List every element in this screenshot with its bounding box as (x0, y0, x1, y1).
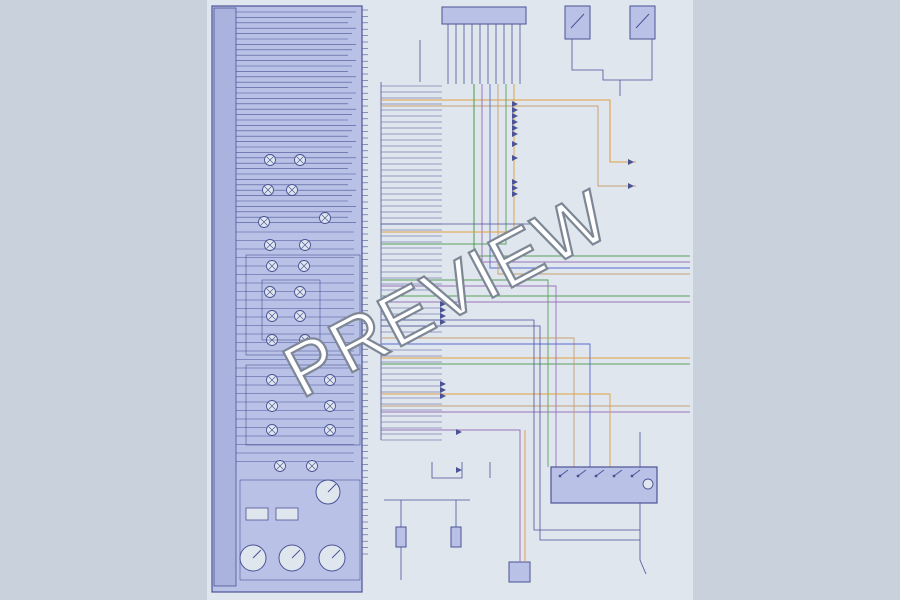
arrow-connector-icon (440, 301, 446, 307)
indicator-lamp-icon (299, 239, 311, 251)
gauges (239, 479, 361, 581)
arrow-connector-icon (512, 185, 518, 191)
indicator-lamp-icon (294, 286, 306, 298)
wire (497, 84, 690, 275)
module-connector (441, 6, 527, 84)
arrow-connector-icon (440, 319, 446, 325)
cluster-pin-column (362, 9, 368, 555)
arrow-connector-icon (456, 429, 462, 435)
arrow-connector-icon (628, 183, 634, 189)
round-gauge-icon (278, 544, 306, 572)
wire-orange (381, 99, 636, 163)
lamp-group-frame (261, 279, 321, 341)
indicator-lamp-icon (319, 212, 331, 224)
wire (381, 337, 575, 467)
arrow-connector-icon (512, 131, 518, 137)
wire (381, 325, 640, 541)
switch-icon (612, 469, 623, 478)
round-gauge-icon (318, 544, 346, 572)
round-gauge-icon (315, 479, 341, 505)
arrow-connector-icon (512, 113, 518, 119)
instrument-cluster (211, 5, 363, 593)
switch-icon (630, 469, 641, 478)
switch-icon (629, 5, 656, 40)
indicator-lamp-icon (264, 154, 276, 166)
wire (381, 105, 636, 187)
indicator-lamp-icon (294, 310, 306, 322)
arrow-connector-icon (456, 467, 462, 473)
resistor-icon (245, 507, 269, 521)
indicator-lamp-icon (266, 424, 278, 436)
indicator-lamp-icon (298, 260, 310, 272)
indicator-lamp-icon (324, 424, 336, 436)
bottom-right-switch-module (550, 432, 658, 575)
resistor-icon (275, 507, 299, 521)
wire-purple (481, 84, 690, 263)
arrow-connector-icon (440, 387, 446, 393)
wire (381, 279, 549, 467)
indicator-lamp-icon (324, 374, 336, 386)
top-right-switches (564, 5, 656, 96)
indicator-lamp-icon (286, 184, 298, 196)
arrow-connector-icon (512, 119, 518, 125)
indicator-lamp-icon (324, 400, 336, 412)
bottom-sensors (384, 430, 531, 583)
indicator-lamp-icon (294, 154, 306, 166)
arrow-connector-icon (512, 101, 518, 107)
indicator-lamp-icon (642, 478, 654, 490)
indicator-lamp-icon (258, 216, 270, 228)
indicator-lamp-icon (264, 239, 276, 251)
wire-green (473, 84, 690, 257)
arrow-connector-icon (512, 191, 518, 197)
indicator-lamp-icon (266, 260, 278, 272)
indicator-lamps (245, 154, 361, 472)
arrow-connector-icon (628, 159, 634, 165)
lamp-group-frame (245, 254, 361, 356)
sensor-icon (508, 561, 531, 583)
sensor-icon (450, 526, 462, 548)
arrow-connector-icon (440, 381, 446, 387)
lamp-group-frame (245, 364, 361, 446)
arrow-connector-icon (440, 393, 446, 399)
wire (381, 285, 557, 467)
round-gauge-icon (239, 544, 267, 572)
indicator-lamp-icon (306, 460, 318, 472)
arrow-connector-icon (512, 155, 518, 161)
wire (381, 343, 591, 467)
indicator-lamp-icon (262, 184, 274, 196)
arrow-connector-icon (440, 307, 446, 313)
switch-icon (576, 469, 587, 478)
wire (381, 429, 521, 440)
arrow-connector-icon (512, 107, 518, 113)
arrow-connector-icon (512, 125, 518, 131)
arrow-connector-icon (440, 313, 446, 319)
switch-icon (594, 469, 605, 478)
wire (381, 84, 507, 245)
indicator-lamp-icon (266, 374, 278, 386)
indicator-lamp-icon (264, 286, 276, 298)
sensor-icon (395, 526, 407, 548)
wire (381, 319, 640, 531)
switch-icon (558, 469, 569, 478)
indicator-lamp-icon (274, 460, 286, 472)
arrow-connectors (440, 101, 634, 473)
indicator-lamp-icon (266, 310, 278, 322)
arrow-connector-icon (512, 179, 518, 185)
wire (489, 84, 690, 269)
indicator-lamp-icon (266, 400, 278, 412)
switch-icon (564, 5, 591, 40)
arrow-connector-icon (512, 141, 518, 147)
wire (381, 393, 611, 467)
